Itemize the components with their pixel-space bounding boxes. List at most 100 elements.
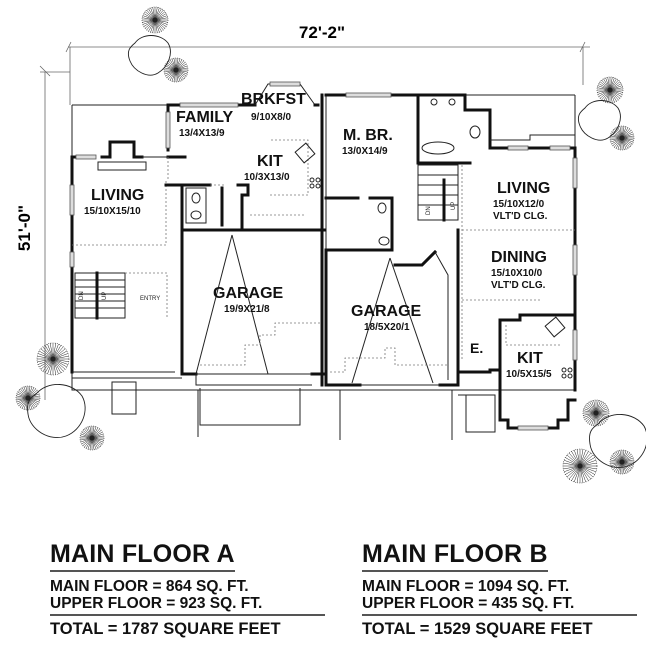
tree-stroke	[609, 79, 619, 91]
tree-stroke	[18, 390, 29, 399]
tree-stroke	[27, 388, 36, 399]
tree-stroke	[597, 85, 611, 91]
tree-stroke	[579, 454, 594, 467]
tree-stroke	[164, 69, 177, 75]
tree-stroke	[52, 343, 57, 360]
tree-stroke	[595, 412, 607, 422]
tree-stroke	[154, 8, 162, 21]
tree-stroke	[621, 450, 627, 463]
tree-stroke	[571, 465, 581, 481]
tree-stroke	[165, 69, 177, 77]
tree-stroke	[154, 19, 167, 27]
tree-stroke	[595, 408, 609, 414]
tree-stroke	[621, 450, 625, 463]
width-dimension-line: 72'-2"	[65, 23, 590, 105]
tree-stroke	[175, 63, 187, 71]
tree-stroke	[563, 465, 581, 470]
tree-stroke	[595, 412, 605, 424]
tree-stroke	[175, 69, 188, 73]
room-name-living-a: LIVING	[91, 187, 144, 204]
tree-stroke	[52, 358, 69, 365]
tree-stroke	[591, 412, 597, 426]
tree-stroke	[621, 128, 630, 139]
tree-stroke	[146, 9, 156, 21]
tree-stroke	[25, 386, 29, 399]
tree-icon	[596, 76, 624, 104]
tree-stroke	[168, 69, 177, 80]
tree-stroke	[91, 437, 104, 441]
tree-stroke	[609, 89, 623, 93]
unit-b-windows	[345, 92, 578, 431]
tree-stroke	[595, 400, 599, 414]
tree-stroke	[621, 459, 634, 463]
room-size-family: 13/4X13/9	[179, 128, 225, 139]
overall-depth-label: 51'-0"	[15, 205, 34, 251]
room-size-master-bedroom: 13/0X14/9	[342, 146, 388, 157]
tree-stroke	[40, 348, 54, 360]
room-name-garage-a: GARAGE	[213, 285, 284, 302]
tree-stroke	[621, 454, 632, 463]
tree-stroke	[84, 437, 93, 448]
tree-stroke	[617, 126, 623, 139]
tree-stroke	[175, 58, 179, 71]
tree-stroke	[584, 406, 597, 414]
tree-stroke	[621, 461, 634, 465]
tree-stroke	[621, 131, 633, 139]
tree-stroke	[154, 11, 166, 21]
room-name-garage-b: GARAGE	[351, 303, 422, 320]
tree-stroke	[619, 450, 623, 463]
tree-stroke	[25, 397, 29, 410]
tree-stroke	[154, 19, 166, 29]
tree-stroke	[38, 350, 54, 360]
tree-stroke	[27, 386, 31, 399]
shrub-icon	[27, 384, 86, 438]
tree-stroke	[142, 19, 156, 23]
tree-stroke	[566, 454, 581, 467]
tree-stroke	[621, 461, 630, 472]
tree-stroke	[27, 395, 40, 399]
tree-stroke	[563, 462, 581, 467]
tree-stroke	[91, 430, 102, 439]
tree-stroke	[610, 459, 623, 463]
tree-stroke	[27, 397, 36, 408]
room-size-kit-a: 10/3X13/0	[244, 172, 290, 183]
tree-stroke	[52, 358, 62, 374]
room-size-living-a: 15/10X15/10	[84, 206, 141, 217]
tree-stroke	[614, 128, 623, 139]
tree-stroke	[87, 437, 93, 450]
tree-stroke	[164, 65, 177, 71]
tree-stroke	[615, 127, 623, 139]
tree-stroke	[621, 461, 632, 470]
tree-stroke	[612, 130, 623, 139]
tree-stroke	[595, 404, 607, 414]
tree-stroke	[617, 137, 623, 150]
tree-stroke	[609, 78, 617, 91]
tree-stroke	[52, 358, 59, 375]
tree-stroke	[579, 449, 584, 467]
tree-stroke	[621, 133, 634, 139]
tree-stroke	[609, 83, 622, 91]
tree-stroke	[621, 137, 625, 150]
tree-stroke	[27, 397, 40, 401]
tree-stroke	[615, 137, 623, 149]
tree-stroke	[605, 89, 611, 103]
tree-stroke	[621, 126, 627, 139]
tree-stroke	[593, 400, 597, 414]
tree-stroke	[52, 346, 64, 360]
tree-stroke	[175, 69, 181, 82]
tree-stroke	[579, 465, 597, 470]
tree-stroke	[595, 412, 609, 416]
room-name-living-b: LIVING	[497, 180, 550, 197]
tree-stroke	[152, 7, 156, 21]
tree-stroke	[166, 62, 177, 71]
tree-stroke	[91, 437, 104, 443]
tree-stroke	[579, 465, 595, 475]
tree-stroke	[573, 465, 581, 483]
tree-stroke	[38, 358, 54, 368]
tree-stroke	[603, 89, 611, 102]
tree-stroke	[91, 437, 103, 445]
tree-stroke	[144, 19, 156, 29]
tree-stroke	[609, 87, 623, 91]
summary-divider-b	[362, 614, 637, 616]
tree-stroke	[37, 358, 54, 365]
